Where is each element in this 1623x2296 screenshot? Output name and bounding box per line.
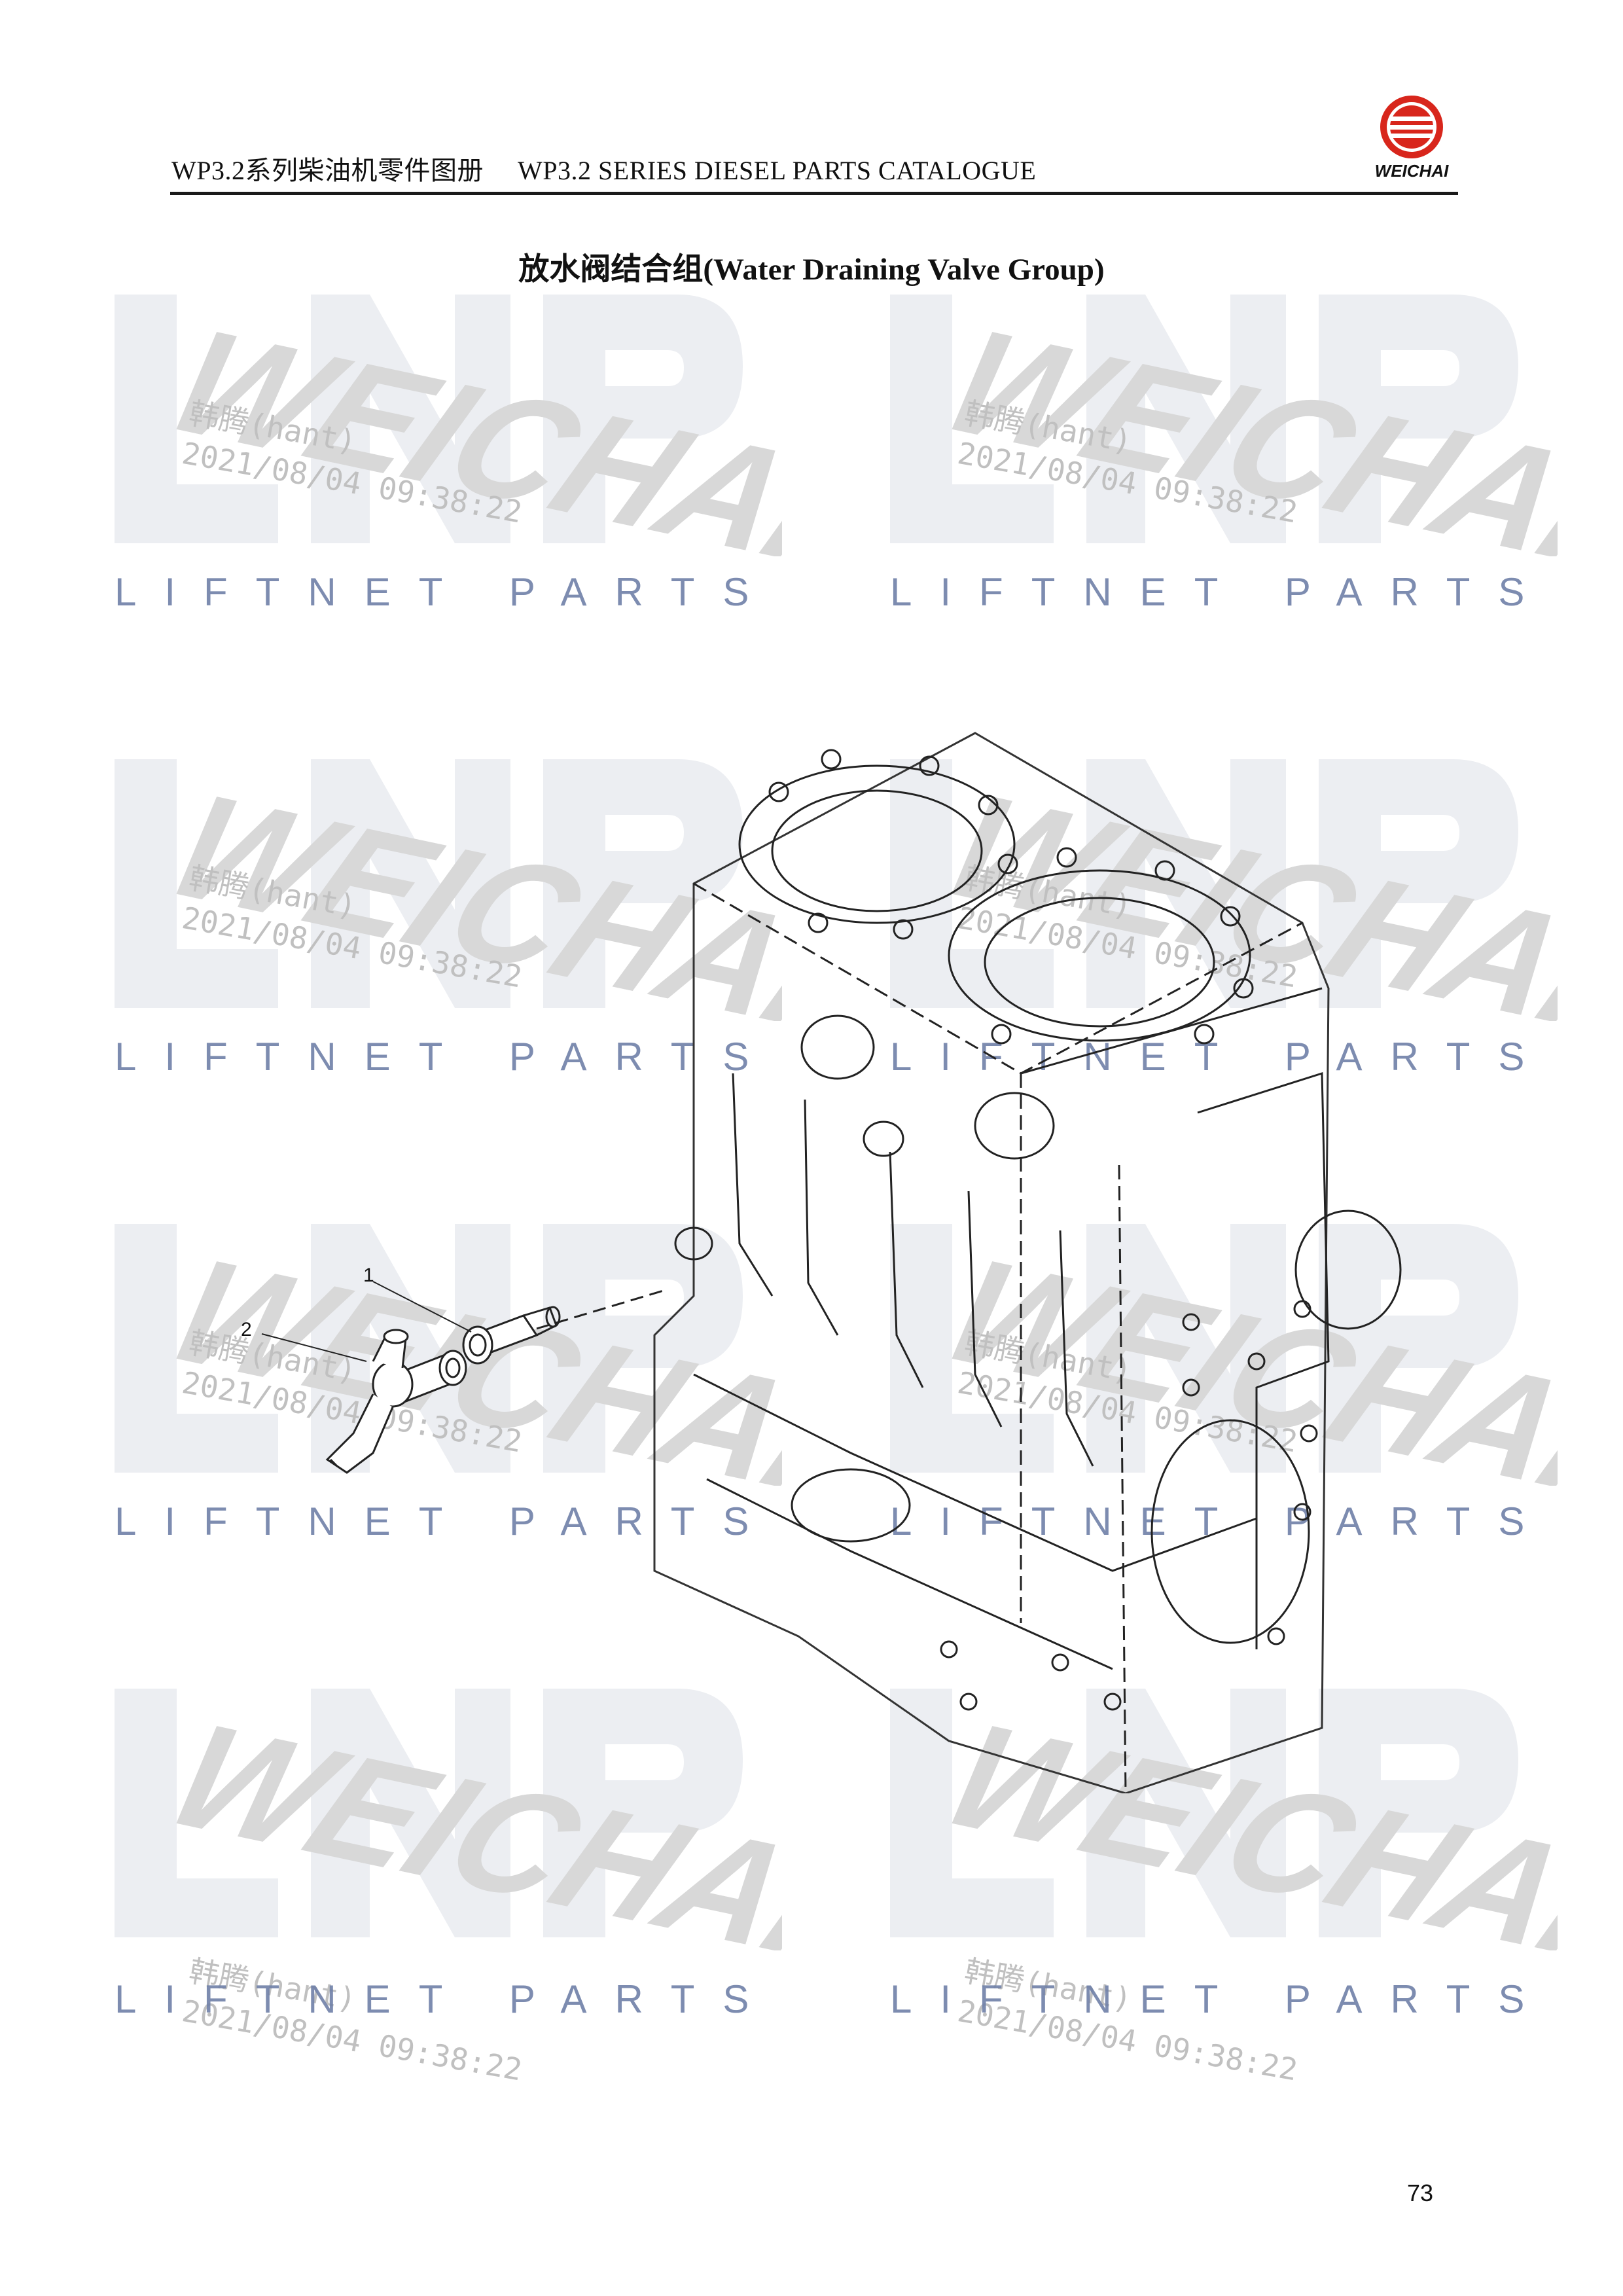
- part-2-draining-valve: [325, 1329, 467, 1474]
- watermark-timestamp: 2021/08/04 09:38:22: [955, 1992, 1300, 2088]
- catalogue-header: WP3.2系列柴油机零件图册 WP3.2 SERIES DIESEL PARTS …: [171, 149, 1036, 187]
- cylinder-block-illustration: [653, 732, 1402, 1793]
- watermark: WEICHAI 韩腾(hant) 2021/08/04 09:38:22 LIF…: [890, 295, 1623, 661]
- watermark-stamp: 韩腾(hant) 2021/08/04 09:38:22: [954, 1950, 1308, 2090]
- callout-2: 2: [241, 1319, 252, 1340]
- watermark-user: 韩腾(hant): [186, 395, 359, 459]
- callout-1: 1: [363, 1265, 374, 1286]
- watermark-brand: LIFTNET PARTS: [115, 1977, 777, 2021]
- watermark-stamp: 韩腾(hant) 2021/08/04 09:38:22: [179, 393, 532, 532]
- watermark-stamp: 韩腾(hant) 2021/08/04 09:38:22: [954, 393, 1308, 532]
- page-title: 放水阀结合组(Water Draining Valve Group): [518, 253, 1105, 287]
- engine-block-diagram: [261, 732, 1402, 1793]
- header-divider: [170, 192, 1458, 195]
- svg-text:WEICHAI: WEICHAI: [1375, 161, 1449, 181]
- leader-line-2: [261, 1333, 367, 1362]
- lnp-watermark-logo: WEICHAI: [890, 295, 1623, 592]
- watermark-timestamp: 2021/08/04 09:38:22: [955, 435, 1300, 530]
- watermark-brand: LIFTNET PARTS: [890, 570, 1553, 614]
- header-title-cn: WP3.2系列柴油机零件图册: [171, 156, 484, 185]
- svg-text:WEICHAI: WEICHAI: [145, 300, 782, 556]
- lnp-watermark-logo: WEICHAI: [115, 295, 861, 592]
- watermark-user: 韩腾(hant): [961, 1952, 1135, 2017]
- watermark-brand: LIFTNET PARTS: [890, 1977, 1553, 2021]
- watermark-timestamp: 2021/08/04 09:38:22: [179, 435, 525, 530]
- header-title-en: WP3.2 SERIES DIESEL PARTS CATALOGUE: [518, 156, 1037, 185]
- leader-line-1: [372, 1281, 472, 1333]
- watermark-brand: LIFTNET PARTS: [115, 570, 777, 614]
- page-number: 73: [1407, 2179, 1434, 2206]
- watermark-user: 韩腾(hant): [186, 1952, 359, 2017]
- weichai-logo: WEICHAI: [1375, 96, 1449, 181]
- watermark-stamp: 韩腾(hant) 2021/08/04 09:38:22: [179, 1950, 532, 2090]
- part-1-adapter-fitting: [462, 1306, 561, 1365]
- watermark: WEICHAI 韩腾(hant) 2021/08/04 09:38:22 LIF…: [115, 295, 861, 661]
- svg-text:WEICHAI: WEICHAI: [920, 300, 1558, 556]
- watermark-user: 韩腾(hant): [961, 395, 1135, 459]
- watermark-timestamp: 2021/08/04 09:38:22: [179, 1992, 525, 2088]
